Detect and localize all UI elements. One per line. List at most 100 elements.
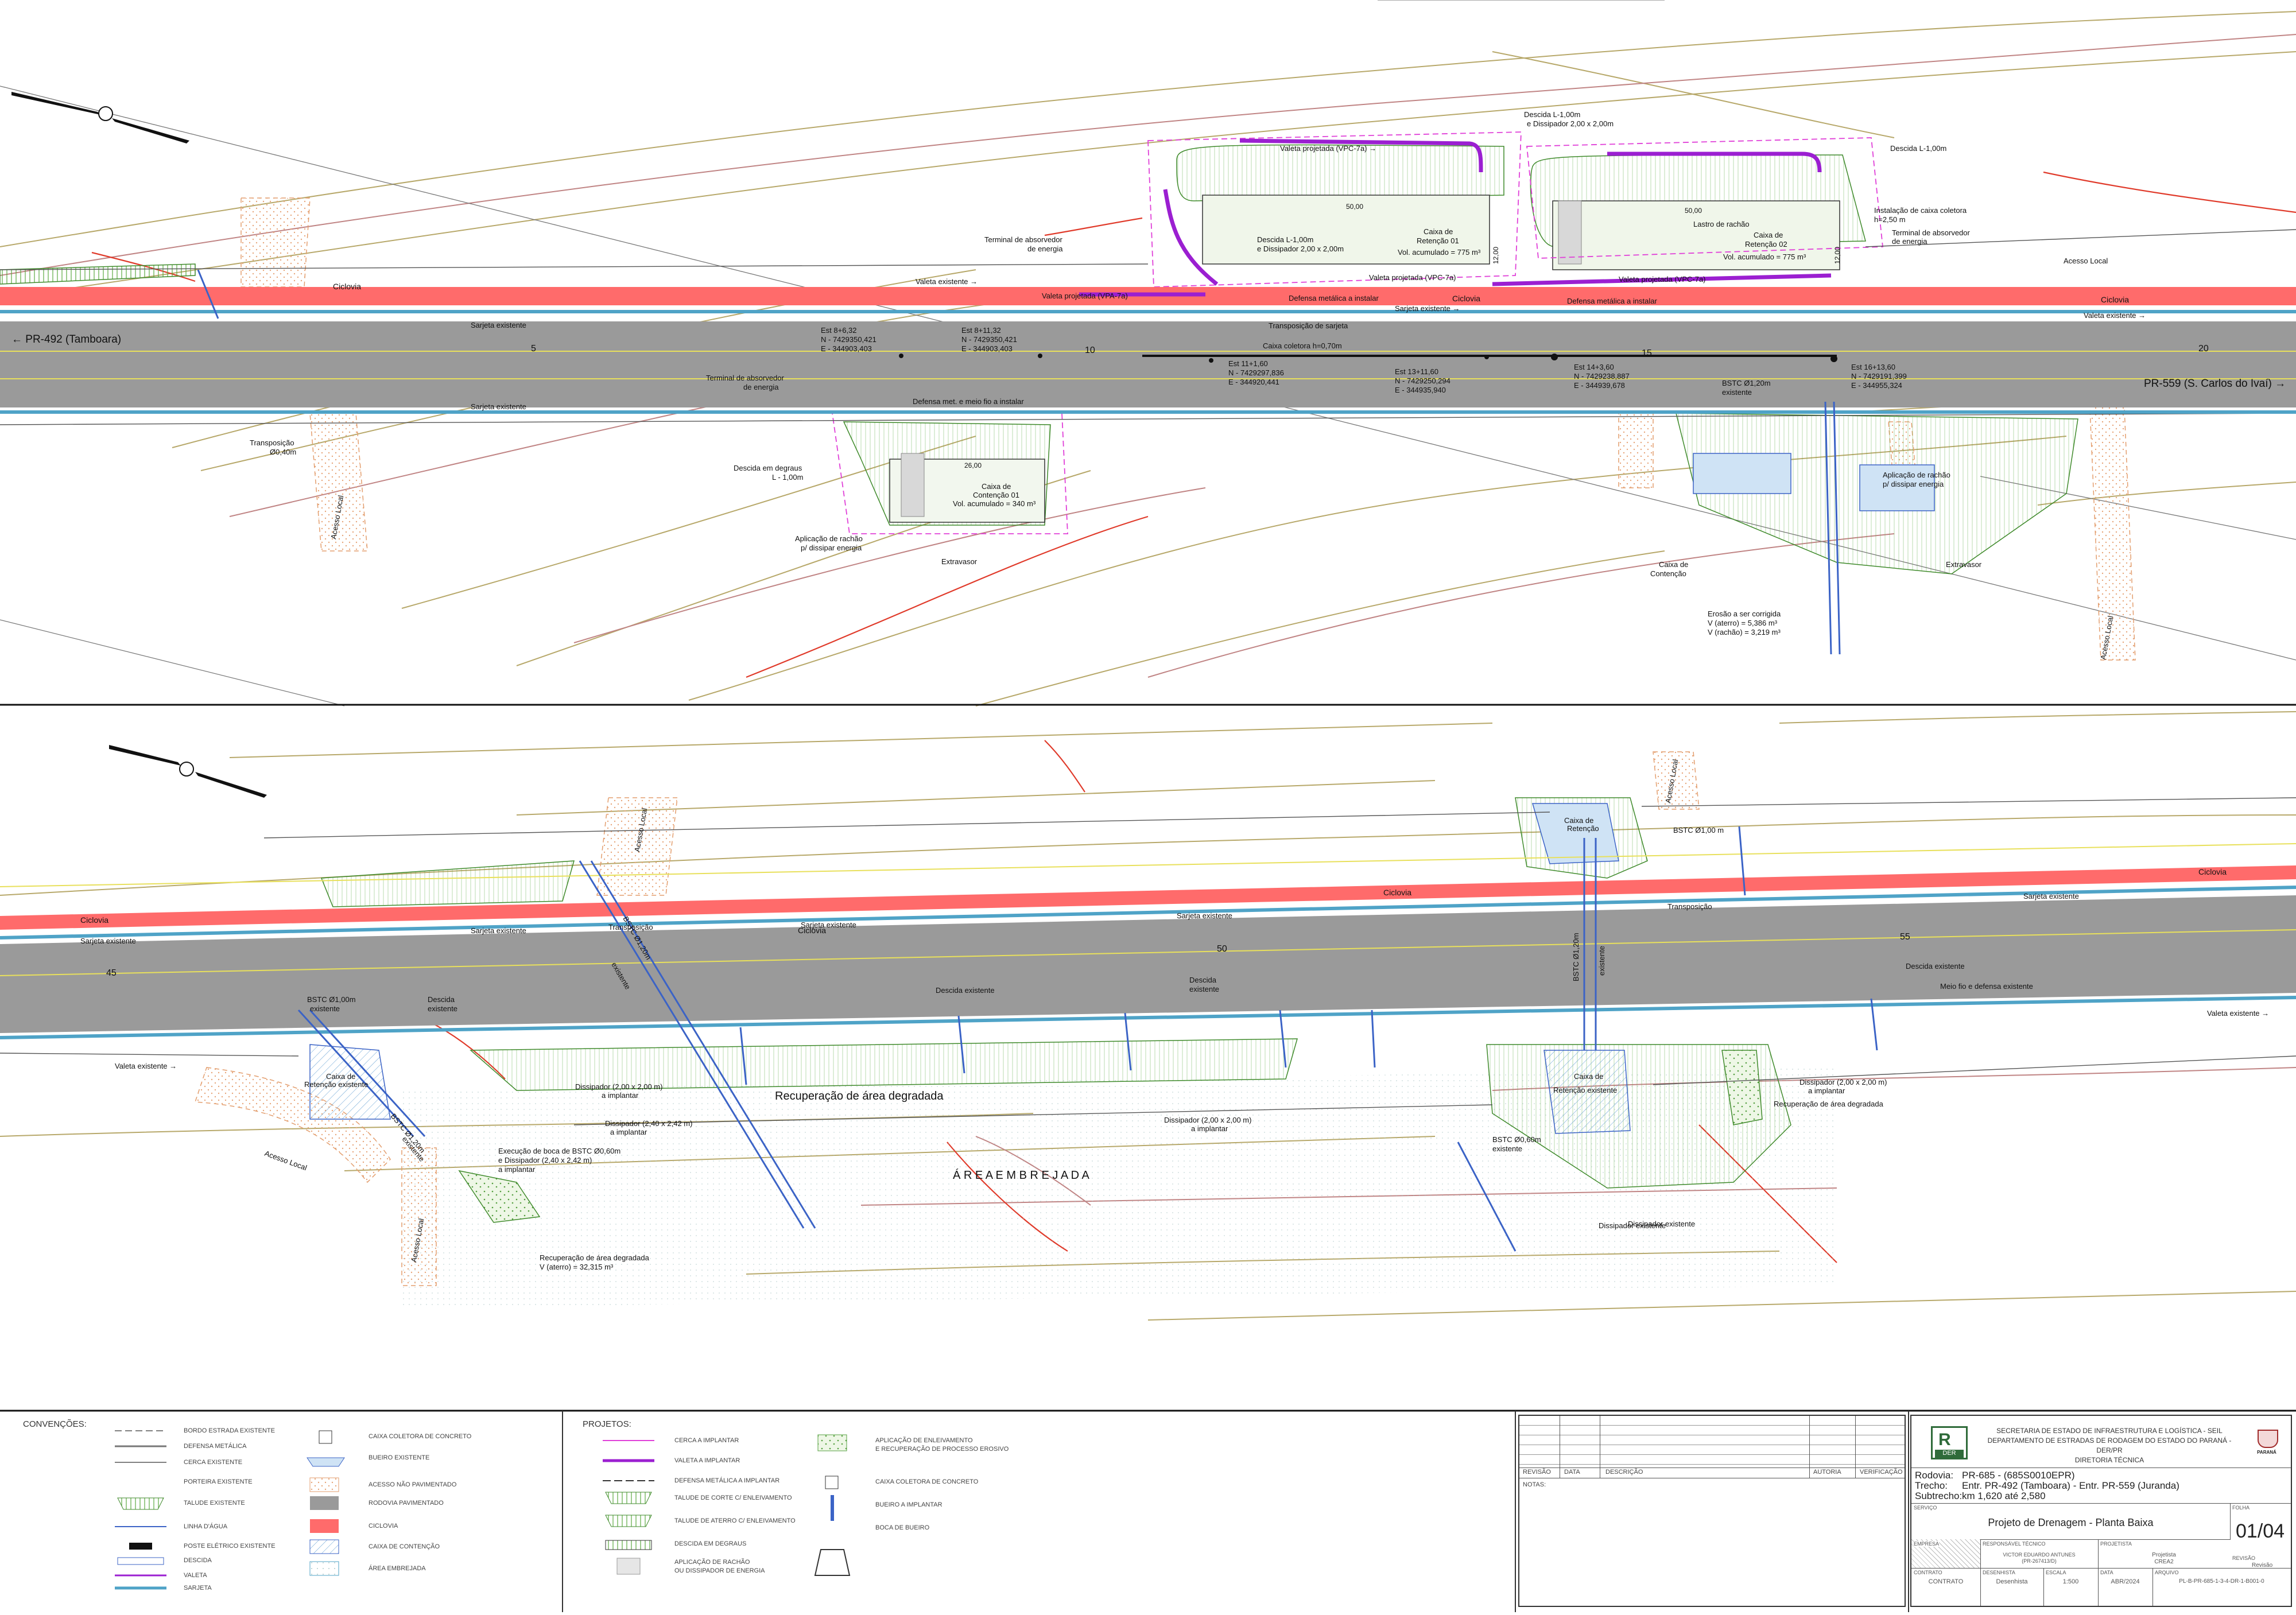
dimension-label: 50,00: [1346, 203, 1363, 211]
legend-symbols: [115, 1430, 851, 1590]
stations-top: 5 10 15 20: [531, 344, 2209, 358]
annotation: Meio fio e defensa existente: [1940, 982, 2033, 991]
north-arrow-bottom: [109, 745, 267, 798]
annotation: p/ dissipar energia: [1883, 480, 1944, 488]
annotation: Caixa coletora h=0,70m: [1263, 341, 1342, 350]
station-est: Est 13+11,60: [1395, 367, 1438, 376]
legend-item: PORTEIRA EXISTENTE: [184, 1478, 253, 1485]
annotation: Valeta projetada (VPC-7a): [1369, 273, 1456, 282]
legend-item: APLICAÇÃO DE ENLEIVAMENTO: [875, 1437, 973, 1444]
legend-item: BORDO ESTRADA EXISTENTE: [184, 1427, 275, 1434]
responsible-row: EMPRESA RESPONSÁVEL TÉCNICO VICTOR EDUAR…: [1911, 1539, 2230, 1569]
station-e: E - 344903,403: [821, 344, 872, 353]
cycle-lane-label: Ciclovia: [333, 282, 361, 291]
fence-to-implant-top: [831, 131, 1883, 534]
annotation: de energia: [1027, 244, 1063, 253]
annotation: Valeta existente →: [916, 277, 978, 286]
gutter-label: Sarjeta existente: [1177, 911, 1232, 920]
service-cell: SERVIÇO Projeto de Drenagem - Planta Bai…: [1911, 1503, 2231, 1540]
annotation: Terminal de absorvedor: [706, 374, 785, 382]
annotation: Instalação de caixa coletora: [1874, 206, 1967, 215]
cycle-lane-label: Ciclovia: [1452, 294, 1480, 303]
legend-item: VALETA: [184, 1572, 207, 1579]
revision-col: VERIFICAÇÃO: [1860, 1469, 1903, 1476]
legend-item: CICLOVIA: [369, 1523, 398, 1529]
retention-boxes-top: [889, 195, 1935, 523]
subtrecho-label: Subtrecho:: [1915, 1490, 1963, 1501]
station-e: E - 344935,940: [1395, 386, 1446, 394]
station-label: 55: [1900, 932, 1910, 942]
access-label: Acesso Local: [263, 1149, 308, 1173]
annotation: Dissipador existente: [1599, 1221, 1666, 1230]
sheet-number: 01/04: [2236, 1520, 2285, 1542]
cycle-lane-label: Ciclovia: [798, 926, 826, 935]
cycle-lane-bottom: [0, 865, 2296, 930]
annotation: BSTC Ø1,20m: [1722, 379, 1771, 387]
empresa-cell: EMPRESA: [1911, 1539, 1981, 1568]
edge-line-bottom: [0, 843, 2296, 887]
org-header: R DER SECRETARIA DE ESTADO DE INFRAESTRU…: [1911, 1416, 2291, 1468]
annotation: Vol. acumulado = 775 m³: [1398, 248, 1481, 257]
annotation: Valeta existente →: [2084, 311, 2146, 320]
legend-item: CERCA EXISTENTE: [184, 1459, 243, 1466]
legend-item: POSTE ELÉTRICO EXISTENTE: [184, 1543, 276, 1550]
annotation: BSTC Ø0,60m: [1492, 1135, 1541, 1144]
notes-label: NOTAS:: [1523, 1481, 1546, 1488]
existing-fences-bottom: [0, 797, 2296, 1125]
legend-item: LINHA D'ÁGUA: [184, 1523, 228, 1530]
legend-item: VALETA A IMPLANTAR: [674, 1457, 740, 1464]
cycle-lane-label: Ciclovia: [80, 915, 108, 925]
station-n: N - 7429238,887: [1574, 372, 1630, 381]
annotation: Retenção 01: [1417, 236, 1459, 245]
legend-item: TALUDE EXISTENTE: [184, 1500, 245, 1507]
station-n: N - 7429350,421: [961, 335, 1017, 344]
annotation: Vol. acumulado = 775 m³: [1723, 253, 1806, 261]
annotation: Caixa de: [1574, 1072, 1603, 1081]
annotation: de energia: [743, 383, 779, 391]
annotation: Dissipador (2,00 x 2,00 m): [575, 1082, 662, 1091]
legend-item: ACESSO NÃO PAVIMENTADO: [369, 1481, 457, 1488]
cycle-lane-label: Ciclovia: [2198, 867, 2227, 876]
annotation: p/ dissipar energia: [801, 543, 862, 552]
station-est: Est 16+13,60: [1851, 363, 1895, 371]
revision-col: REVISÃO: [1523, 1469, 1551, 1476]
annotation: Recuperação de área degradada: [1774, 1100, 1884, 1108]
dimension-label: 26,00: [964, 461, 982, 469]
annotation: Extravasor: [941, 557, 978, 566]
info-row: CONTRATO CONTRATO DESENHISTA Desenhista …: [1911, 1568, 2291, 1606]
annotation: L - 1,00m: [772, 473, 803, 482]
annotation: Ø0,40m: [270, 448, 296, 456]
bottom-annotations: Caixa de Retenção BSTC Ø1,00 m Transposi…: [115, 816, 2269, 1271]
cycle-lane-label: Ciclovia: [2101, 295, 2129, 304]
annotation: Aplicação de rachão: [1883, 471, 1950, 479]
annotation: a implantar: [1808, 1086, 1845, 1095]
legend-item: CAIXA DE CONTENÇÃO: [369, 1543, 440, 1550]
annotation: Defensa metálica a instalar: [1289, 294, 1379, 302]
legend-item: BOCA DE BUEIRO: [875, 1524, 930, 1531]
station-label: 15: [1642, 348, 1652, 358]
annotation: Valeta projetada (VPA-7a): [1042, 292, 1128, 300]
culvert-label: BSTC Ø1,20m: [1572, 933, 1580, 981]
center-line-bottom: [0, 929, 2296, 976]
annotation: Terminal de absorvedor: [984, 235, 1063, 244]
annotation: V (aterro) = 32,315 m³: [540, 1263, 614, 1271]
legend-item: DESCIDA EM DEGRAUS: [674, 1540, 747, 1547]
revision-col: AUTORIA: [1813, 1469, 1841, 1476]
annotation: Lastro de rachão: [1693, 220, 1750, 228]
legend-item: BUEIRO EXISTENTE: [369, 1454, 430, 1461]
contour-red-top: [91, 171, 2296, 678]
legend-title: CONVENÇÕES:: [23, 1419, 87, 1429]
annotation: Caixa de: [1659, 560, 1688, 569]
annotation: existente: [1722, 388, 1752, 397]
marsh-label: Á R E A E M B R E J A D A: [953, 1168, 1090, 1182]
legend-item: OU DISSIPADOR DE ENERGIA: [674, 1567, 765, 1574]
revision-col: DESCRIÇÃO: [1605, 1469, 1643, 1476]
projetista-cell: PROJETISTA Projetista CREA2: [2100, 1541, 2176, 1565]
projects-legend-title: PROJETOS:: [583, 1419, 631, 1429]
legend-item: DEFENSA METÁLICA: [184, 1443, 247, 1450]
annotation: BSTC Ø1,00m: [307, 995, 356, 1004]
road-direction-right: PR-559 (S. Carlos do Ivaí) →: [2144, 378, 2286, 390]
station-e: E - 344920,441: [1228, 378, 1279, 386]
